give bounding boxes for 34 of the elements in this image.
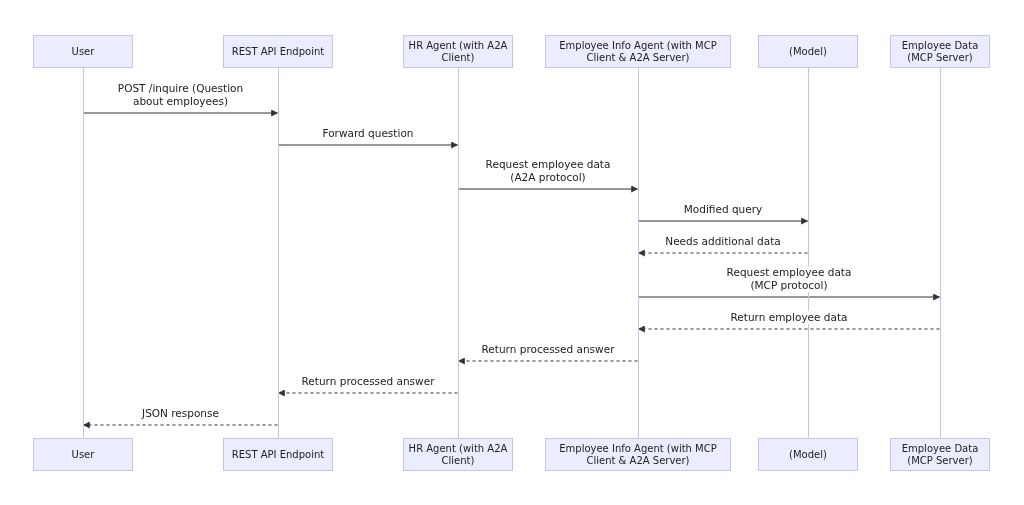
return-arrow — [637, 325, 940, 333]
lifeline — [277, 68, 279, 438]
message-label: Forward question — [320, 127, 416, 141]
participant-box: Employee Data (MCP Server) — [890, 438, 990, 471]
message-label: Return processed answer — [299, 375, 437, 389]
lifeline — [82, 68, 84, 438]
lifeline — [457, 68, 459, 438]
participant-box: Employee Data (MCP Server) — [890, 35, 990, 68]
participant-box: User — [33, 35, 133, 68]
participant-box: HR Agent (with A2A Client) — [403, 438, 513, 471]
participant-box: Employee Info Agent (with MCP Client & A2A Server) — [545, 438, 731, 471]
participant-box: REST API Endpoint — [223, 438, 333, 471]
participant-box: (Model) — [758, 35, 858, 68]
return-arrow — [457, 357, 638, 365]
message-arrow — [83, 109, 279, 117]
participant-box: User — [33, 438, 133, 471]
message-arrow — [278, 141, 459, 149]
return-arrow — [82, 421, 278, 429]
message-label: Return processed answer — [479, 343, 617, 357]
message-label: JSON response — [140, 407, 221, 421]
return-arrow — [277, 389, 458, 397]
participant-box: Employee Info Agent (with MCP Client & A2A Server) — [545, 35, 731, 68]
message-arrow — [458, 185, 639, 193]
message-arrow — [638, 217, 809, 225]
message-label: Modified query — [681, 203, 765, 217]
lifeline — [939, 68, 941, 438]
participant-box: (Model) — [758, 438, 858, 471]
lifeline — [807, 68, 809, 438]
return-arrow — [637, 249, 808, 257]
lifeline — [637, 68, 639, 438]
message-label: Return employee data — [728, 311, 850, 325]
participant-box: HR Agent (with A2A Client) — [403, 35, 513, 68]
message-arrow — [638, 293, 941, 301]
participant-box: REST API Endpoint — [223, 35, 333, 68]
